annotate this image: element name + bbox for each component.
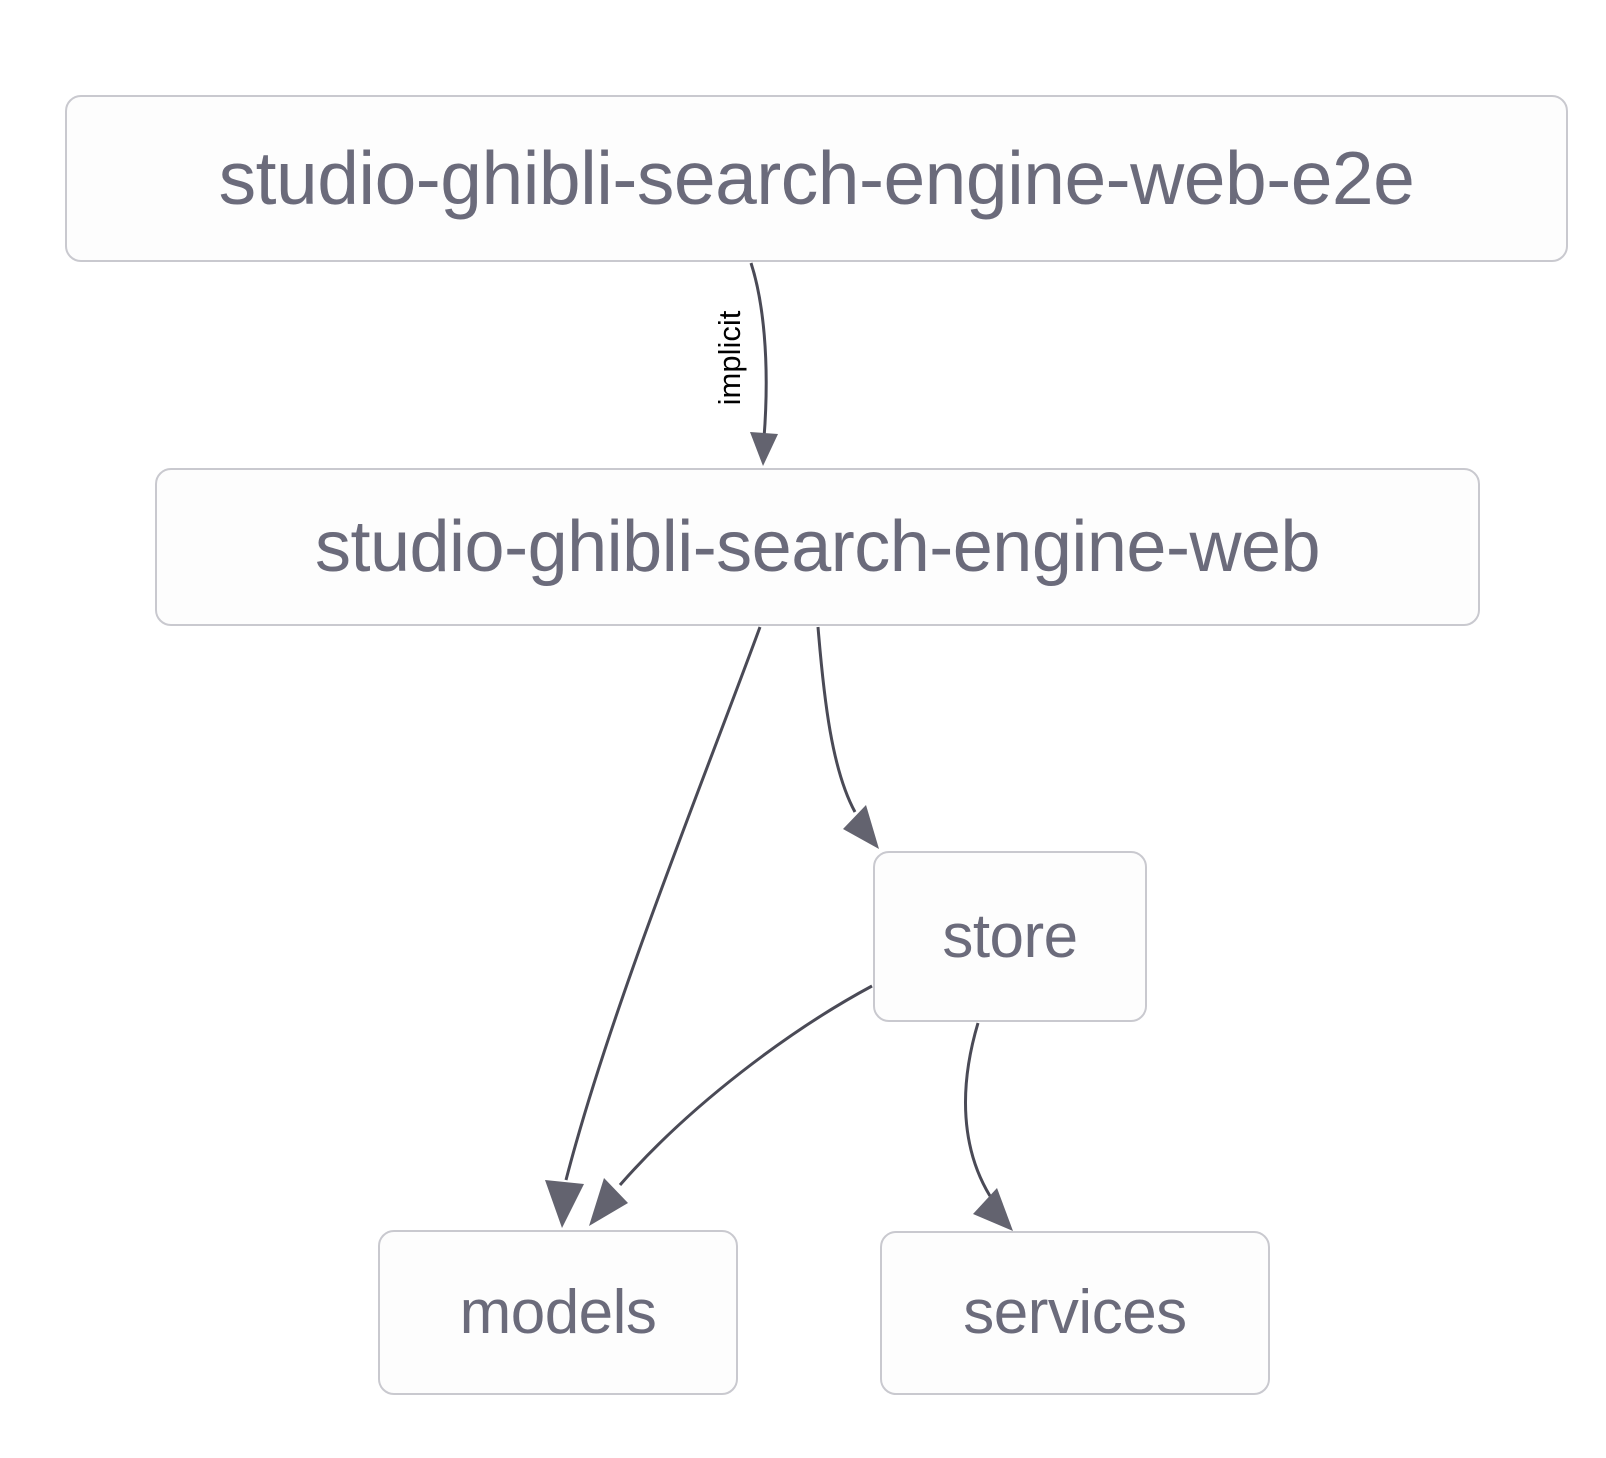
edge-label-implicit: implicit — [712, 310, 747, 406]
arrowhead-store-to-services — [973, 1188, 1013, 1231]
edge-path-web-to-models — [564, 626, 762, 1181]
node-store[interactable]: store — [873, 851, 1147, 1022]
node-label: studio-ghibli-search-engine-web — [314, 507, 1321, 587]
edge-store-to-services[interactable] — [964, 1022, 1014, 1231]
edge-path-store-to-services — [964, 1022, 992, 1197]
edge-path-web-e2e-to-web — [749, 262, 768, 439]
node-label: models — [459, 1277, 657, 1347]
arrowhead-web-e2e-to-web — [750, 432, 778, 466]
node-label: services — [963, 1278, 1187, 1347]
edge-path-web-to-store — [816, 626, 857, 813]
edge-store-to-models[interactable] — [589, 984, 873, 1226]
node-label: store — [942, 901, 1078, 971]
edge-web-e2e-to-web[interactable] — [749, 262, 778, 466]
edge-web-to-store[interactable] — [816, 626, 879, 849]
arrowhead-web-to-store — [843, 805, 879, 849]
node-label: studio-ghibli-search-engine-web-e2e — [218, 136, 1415, 220]
node-studio-ghibli-search-engine-web-e2e[interactable]: studio-ghibli-search-engine-web-e2e — [65, 95, 1568, 262]
node-studio-ghibli-search-engine-web[interactable]: studio-ghibli-search-engine-web — [155, 468, 1480, 626]
node-models[interactable]: models — [378, 1230, 738, 1395]
edge-web-to-models[interactable] — [545, 626, 762, 1228]
arrowhead-web-to-models — [545, 1180, 584, 1228]
arrowhead-store-to-models — [589, 1178, 628, 1226]
edge-path-store-to-models — [618, 984, 873, 1186]
node-services[interactable]: services — [880, 1231, 1270, 1395]
